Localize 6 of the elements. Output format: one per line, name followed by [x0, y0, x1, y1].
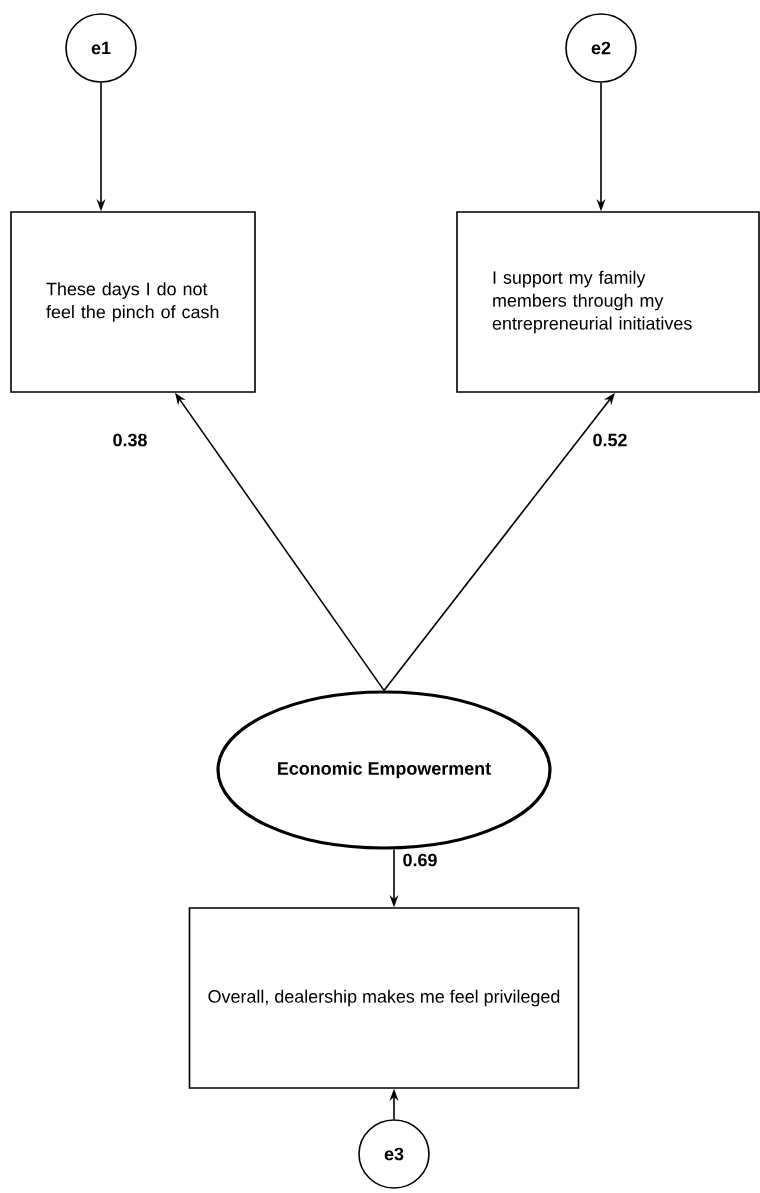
edge-label: 0.38	[111, 432, 149, 448]
indicator-box: I support my family members through my entrepreneurial initiatives	[456, 211, 760, 393]
indicator-box: These days I do not feel the pinch of cash	[10, 211, 256, 393]
edge-label: 0.52	[591, 432, 629, 448]
edge-label: 0.69	[401, 852, 439, 868]
indicator-box: Overall, dealership makes me feel privileged	[188, 907, 580, 1089]
